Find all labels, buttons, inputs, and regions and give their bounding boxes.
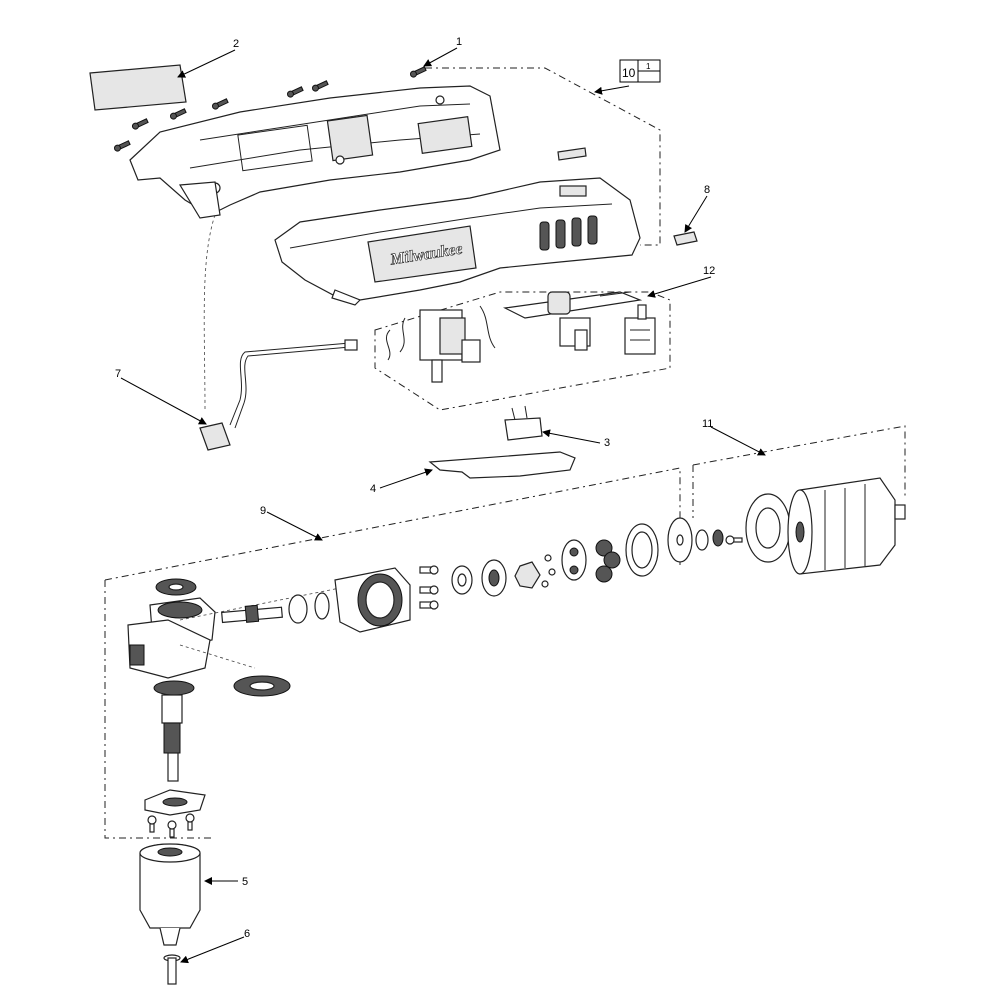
group-10-outline <box>425 67 661 246</box>
gear-screws <box>419 565 439 610</box>
part-6-screw <box>163 954 181 985</box>
callout-1: 1 <box>456 36 462 48</box>
callout-7: 7 <box>115 368 121 380</box>
callout-9: 9 <box>260 505 266 517</box>
housing-screws <box>113 66 427 152</box>
motor-assembly <box>695 477 906 575</box>
callout-10-sub: 1 <box>646 62 651 71</box>
callout-4: 4 <box>370 483 376 495</box>
axis-line-b <box>179 644 256 669</box>
ring-washer <box>233 675 291 697</box>
callout-11: 11 <box>702 418 713 430</box>
direction-switch <box>624 304 656 355</box>
callout-10-box: 10 1 <box>619 59 661 83</box>
right-angle-head <box>127 578 216 696</box>
gear-train-parts <box>451 517 693 597</box>
part-3-lock-off <box>504 405 543 441</box>
small-tab <box>557 147 587 161</box>
part-5-chuck <box>139 843 201 946</box>
callout-12: 12 <box>703 265 715 277</box>
battery-terminal-wire <box>199 214 358 451</box>
switch-assembly <box>385 305 496 383</box>
callout-5: 5 <box>242 876 248 888</box>
callout-3: 3 <box>604 437 610 449</box>
part-8-clip <box>673 231 698 246</box>
shaft-spindle <box>221 604 283 624</box>
callout-10: 10 <box>622 66 636 80</box>
gear-case <box>334 567 411 633</box>
callout-leaders <box>120 47 766 964</box>
label-plate <box>89 64 187 111</box>
washers-gearbox <box>288 592 330 624</box>
housing-left-half <box>129 85 501 219</box>
group-12-outline <box>374 291 671 411</box>
housing-right-half: Milwaukee <box>274 177 641 306</box>
chuck-spindle <box>161 694 183 782</box>
callout-6: 6 <box>244 928 250 940</box>
callout-8: 8 <box>704 184 710 196</box>
pcb-board <box>503 291 643 351</box>
callout-2: 2 <box>233 38 239 50</box>
bearing-plate <box>144 789 206 838</box>
callout-labels: 1 2 3 4 5 6 7 8 9 11 12 <box>115 36 715 940</box>
part-4-trigger-bar <box>428 451 576 479</box>
